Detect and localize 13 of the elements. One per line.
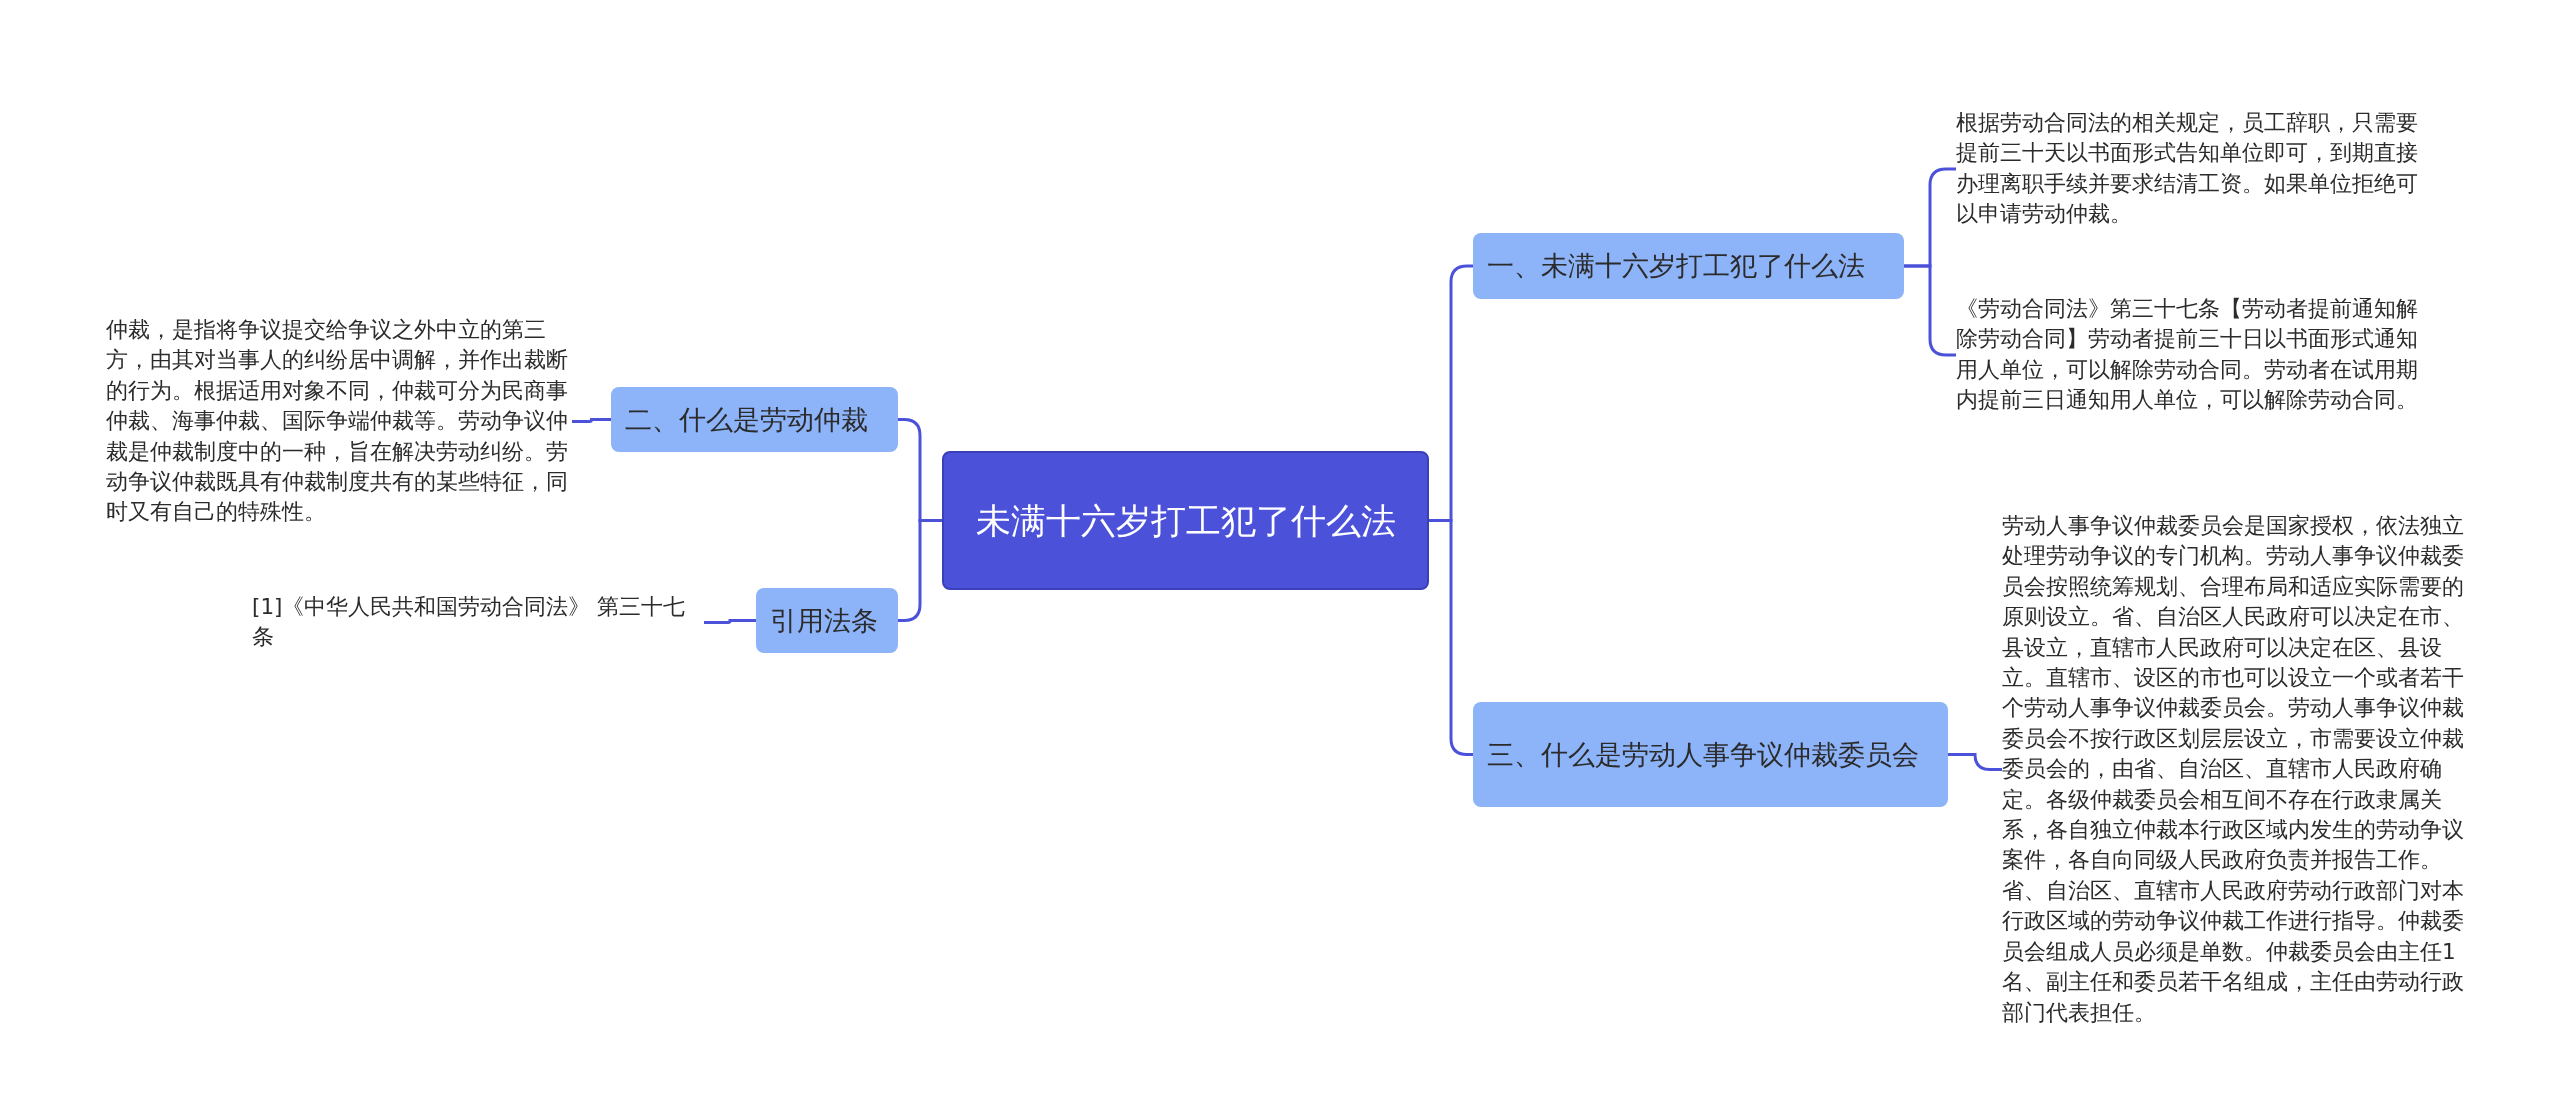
topic-box: 二、什么是劳动仲裁 [611, 387, 898, 452]
connector-line [704, 619, 756, 624]
topic-box: 一、未满十六岁打工犯了什么法 [1473, 233, 1904, 299]
note-text: 仲裁，是指将争议提交给争议之外中立的第三方，由其对当事人的纠纷居中调解，并作出裁断的行为。根据适用对象不同，仲裁可分为民商事仲裁、海事仲裁、国际争端仲裁等。劳动争议仲裁是仲裁制度中的一种，旨在解决劳动纠纷。劳动争议仲裁既具有仲裁制度共有的某些特征，同时又有自己的特殊性。 [106, 315, 572, 528]
note-text: 根据劳动合同法的相关规定，员工辞职，只需要提前三十天以书面形式告知单位即可，到期直接办理离职手续并要求结清工资。如果单位拒绝可以申请劳动仲裁。 [1956, 108, 2418, 230]
connector-line [572, 418, 611, 423]
note-text: 《劳动合同法》第三十七条【劳动者提前通知解除劳动合同】劳动者提前三十日以书面形式通知用人单位，可以解除劳动合同。劳动者在试用期内提前三日通知用人单位，可以解除劳动合同。 [1956, 294, 2418, 416]
connector-line [1948, 753, 2002, 771]
topic-box: 三、什么是劳动人事争议仲裁委员会 [1473, 702, 1948, 807]
topic-box: 引用法条 [756, 588, 898, 653]
note-text: [1]《中华人民共和国劳动合同法》 第三十七条 [252, 592, 704, 653]
central-topic-box: 未满十六岁打工犯了什么法 [942, 451, 1429, 590]
note-text: 劳动人事争议仲裁委员会是国家授权，依法独立处理劳动争议的专门机构。劳动人事争议仲裁委员会按照统筹规划、合理布局和适应实际需要的原则设立。省、自治区人民政府可以决定在市、县设立，直辖市人民政府可以决定在区、县设立。直辖市、设区的市也可以设立一个或者若干个劳动人事争议仲裁委员会。劳动人事争议仲裁委员会不按行政区划层层设立，市需要设立仲裁委员会的，由省、自治区、直辖市人民政府确定。各级仲裁委员会相互间不存在行政隶属关系，各自独立仲裁本行政区域内发生的劳动争议案件，各自向同级人民政府负责并报告工作。省、自治区、直辖市人民政府劳动行政部门对本行政区域的劳动争议仲裁工作进行指导。仲裁委员会组成人员必须是单数。仲裁委员会由主任1名、副主任和委员若干名组成，主任由劳动行政部门代表担任。 [2002, 511, 2464, 1028]
